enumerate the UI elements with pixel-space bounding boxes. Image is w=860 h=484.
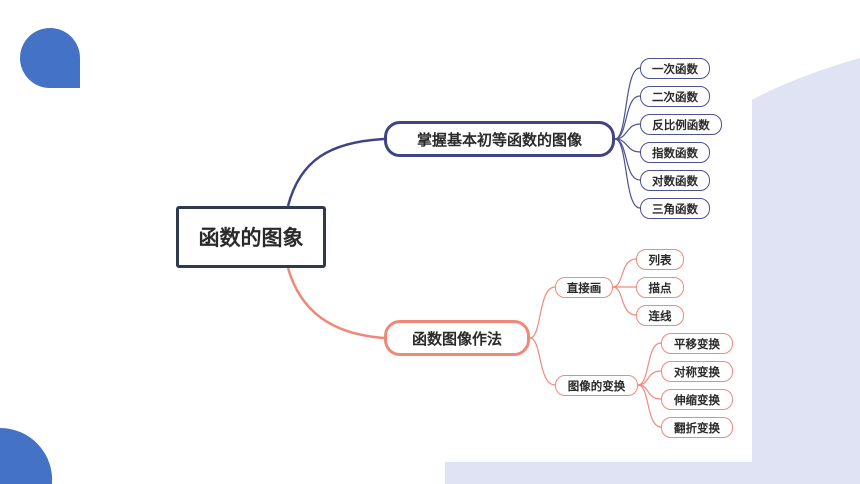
leaf-translation: 平移变换 xyxy=(661,333,733,354)
leaf-quadratic-function: 二次函数 xyxy=(640,86,710,107)
root-node: 函数的图象 xyxy=(176,206,326,268)
leaf-tabulate: 列表 xyxy=(636,249,684,270)
corner-circle-top xyxy=(20,28,80,88)
branch-graphing-methods: 函数图像作法 xyxy=(384,320,530,356)
branch-basic-functions: 掌握基本初等函数的图像 xyxy=(384,121,615,157)
sub-graph-transformation: 图像的变换 xyxy=(555,375,638,396)
leaf-symmetry: 对称变换 xyxy=(661,361,733,382)
leaf-connect-lines: 连线 xyxy=(636,305,684,326)
leaf-flip: 翻折变换 xyxy=(661,417,733,438)
leaf-stretch: 伸缩变换 xyxy=(661,389,733,410)
leaf-exponential-function: 指数函数 xyxy=(640,142,710,163)
leaf-logarithmic-function: 对数函数 xyxy=(640,170,710,191)
leaf-linear-function: 一次函数 xyxy=(640,58,710,79)
bg-shape-right xyxy=(445,58,860,484)
corner-circle-bottom xyxy=(0,427,53,484)
leaf-trigonometric-function: 三角函数 xyxy=(640,198,710,219)
sub-direct-draw: 直接画 xyxy=(555,277,613,298)
leaf-inverse-proportion-function: 反比例函数 xyxy=(640,114,722,135)
leaf-plot-points: 描点 xyxy=(636,277,684,298)
